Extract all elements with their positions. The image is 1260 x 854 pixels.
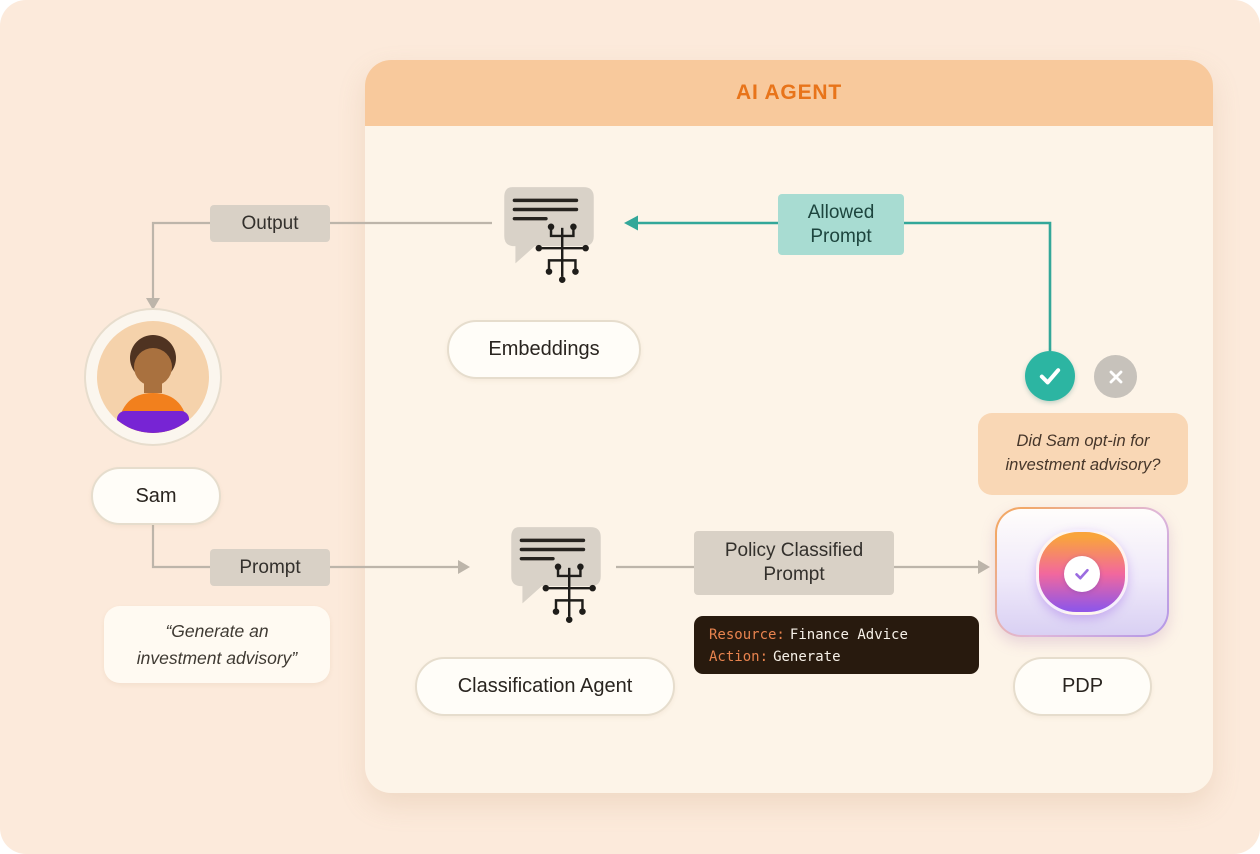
user-name-label: Sam xyxy=(135,484,177,507)
ai-agent-header: AI AGENT xyxy=(365,60,1213,126)
user-avatar xyxy=(83,307,223,447)
policy-attributes-code-box: Resource:Finance Advice Action:Generate xyxy=(694,616,979,674)
allowed-check-icon xyxy=(1025,351,1075,401)
user-quote-text: “Generate an investment advisory” xyxy=(136,621,298,668)
prompt-label: Prompt xyxy=(210,549,330,586)
embeddings-pill: Embeddings xyxy=(447,320,641,379)
classification-agent-pill: Classification Agent xyxy=(415,657,675,716)
denied-cross-icon xyxy=(1094,355,1137,398)
action-line: Action:Generate xyxy=(709,647,964,669)
classification-agent-label: Classification Agent xyxy=(457,675,633,697)
user-quote-box: “Generate an investment advisory” xyxy=(104,606,330,683)
pdp-label: PDP xyxy=(1061,675,1104,697)
action-key: Action: xyxy=(709,648,769,665)
policy-classified-prompt-label: Policy Classified Prompt xyxy=(694,531,894,595)
embeddings-doc-ai-icon xyxy=(490,181,608,295)
resource-value: Finance Advice xyxy=(789,627,908,643)
pdp-pill: PDP xyxy=(1013,657,1152,716)
classification-doc-ai-icon xyxy=(497,521,615,635)
allowed-prompt-label: Allowed Prompt xyxy=(778,194,904,255)
pdp-shield-icon xyxy=(1036,529,1128,615)
output-label: Output xyxy=(210,205,330,242)
optin-question-text: Did Sam opt-in for investment advisory? xyxy=(1005,432,1161,474)
embeddings-label: Embeddings xyxy=(488,338,600,360)
pdp-app-icon xyxy=(995,507,1169,637)
person-icon xyxy=(117,335,189,433)
resource-key: Resource: xyxy=(709,627,785,643)
pdp-check-badge-icon xyxy=(1064,555,1100,592)
ai-agent-title: AI AGENT xyxy=(736,81,842,104)
user-name-pill: Sam xyxy=(91,467,221,525)
optin-question-box: Did Sam opt-in for investment advisory? xyxy=(978,413,1188,495)
action-value: Generate xyxy=(773,648,841,665)
resource-line: Resource:Finance Advice xyxy=(709,625,964,647)
